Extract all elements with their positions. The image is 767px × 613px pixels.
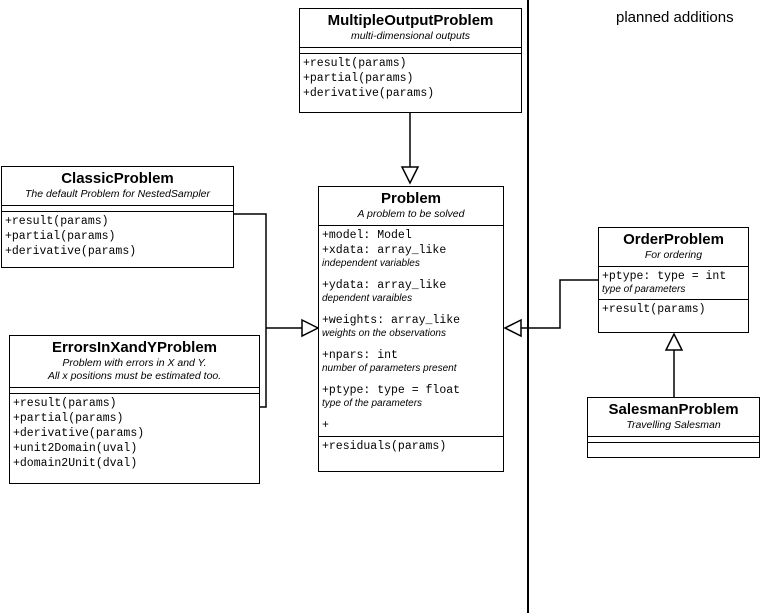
class-multiple-output-problem[interactable]: MultipleOutputProblem multi-dimensional … — [299, 8, 522, 113]
class-salesman-problem[interactable]: SalesmanProblem Travelling Salesman — [587, 397, 760, 458]
class-subtitle: multi-dimensional outputs — [350, 30, 471, 42]
methods-section: +residuals(params) — [319, 437, 503, 457]
attribute: +ptype: type = float type of the paramet… — [322, 383, 500, 410]
attributes-section: +model: Model +xdata: array_like indepen… — [319, 226, 503, 437]
class-name: SalesmanProblem — [608, 401, 739, 418]
inherit-line-classic — [233, 213, 267, 328]
class-subtitle: Problem with errors in X and Y. — [62, 357, 207, 369]
inherit-arrowhead-multiple — [400, 166, 420, 185]
attribute: +weights: array_like weights on the obse… — [322, 313, 500, 340]
class-header: ErrorsInXandYProblem Problem with errors… — [10, 336, 259, 388]
method: +derivative(params) — [13, 427, 145, 440]
class-header: MultipleOutputProblem multi-dimensional … — [300, 9, 521, 48]
class-header: OrderProblem For ordering — [599, 228, 748, 267]
method: +partial(params) — [303, 72, 414, 85]
class-name: ClassicProblem — [61, 170, 174, 187]
class-subtitle: The default Problem for NestedSampler — [24, 188, 210, 200]
inherit-arrowhead-left — [301, 318, 320, 338]
attribute-description: type of parameters — [602, 284, 686, 295]
attribute: +xdata: array_like independent variables — [322, 243, 500, 270]
method: +derivative(params) — [5, 245, 137, 258]
method: +residuals(params) — [322, 440, 447, 453]
class-name: ErrorsInXandYProblem — [51, 339, 218, 356]
methods-section: +result(params) +partial(params) +deriva… — [2, 212, 233, 262]
class-errors-in-x-and-y-problem[interactable]: ErrorsInXandYProblem Problem with errors… — [9, 335, 260, 484]
attribute-signature: +ptype: type = int — [602, 270, 727, 283]
attributes-section: +ptype: type = int type of parameters — [599, 267, 748, 300]
method: +result(params) — [602, 303, 706, 316]
attribute-signature: + — [322, 419, 329, 432]
method: +partial(params) — [5, 230, 116, 243]
attribute-description: number of parameters present — [322, 363, 457, 374]
attribute-signature: +xdata: array_like — [322, 244, 447, 257]
attribute: +model: Model — [322, 228, 500, 243]
class-subtitle: Travelling Salesman — [626, 419, 721, 431]
class-order-problem[interactable]: OrderProblem For ordering +ptype: type =… — [598, 227, 749, 333]
attribute: +ydata: array_like dependent varaibles — [322, 278, 500, 305]
attribute-signature: +model: Model — [322, 229, 412, 242]
attribute: + — [322, 418, 500, 433]
inherit-arrowhead-salesman — [664, 332, 684, 351]
attributes-section — [2, 206, 233, 212]
planned-additions-label: planned additions — [616, 9, 734, 26]
method: +domain2Unit(dval) — [13, 457, 138, 470]
attributes-section — [300, 48, 521, 54]
method: +result(params) — [303, 57, 407, 70]
inherit-arrowhead-right — [503, 318, 522, 338]
methods-section: +result(params) +partial(params) +deriva… — [300, 54, 521, 104]
method: +result(params) — [13, 397, 117, 410]
inherit-line-errors — [260, 328, 267, 408]
class-subtitle: A problem to be solved — [357, 208, 465, 220]
methods-section: +result(params) — [599, 300, 748, 320]
class-subtitle: All x positions must be estimated too. — [47, 370, 222, 382]
class-problem[interactable]: Problem A problem to be solved +model: M… — [318, 186, 504, 472]
class-classic-problem[interactable]: ClassicProblem The default Problem for N… — [1, 166, 234, 268]
attribute: +npars: int number of parameters present — [322, 348, 500, 375]
methods-section: +result(params) +partial(params) +deriva… — [10, 394, 259, 474]
attributes-section — [10, 388, 259, 394]
attribute-signature: +npars: int — [322, 349, 398, 362]
class-name: OrderProblem — [623, 231, 724, 248]
inherit-line-order — [521, 279, 598, 329]
method: +partial(params) — [13, 412, 124, 425]
class-name: MultipleOutputProblem — [327, 12, 494, 29]
methods-section — [588, 443, 759, 448]
attribute-description: type of the parameters — [322, 398, 423, 409]
class-name: Problem — [380, 190, 441, 207]
class-header: ClassicProblem The default Problem for N… — [2, 167, 233, 206]
attributes-section — [588, 437, 759, 443]
class-subtitle: For ordering — [644, 249, 703, 261]
method: +result(params) — [5, 215, 109, 228]
method: +derivative(params) — [303, 87, 435, 100]
attribute-description: weights on the observations — [322, 328, 446, 339]
attribute-signature: +ptype: type = float — [322, 384, 461, 397]
method: +unit2Domain(uval) — [13, 442, 138, 455]
class-header: Problem A problem to be solved — [319, 187, 503, 226]
attribute: +ptype: type = int type of parameters — [602, 269, 745, 296]
attribute-signature: +weights: array_like — [322, 314, 461, 327]
class-header: SalesmanProblem Travelling Salesman — [588, 398, 759, 437]
attribute-description: independent variables — [322, 258, 420, 269]
attribute-signature: +ydata: array_like — [322, 279, 447, 292]
attribute-description: dependent varaibles — [322, 293, 413, 304]
